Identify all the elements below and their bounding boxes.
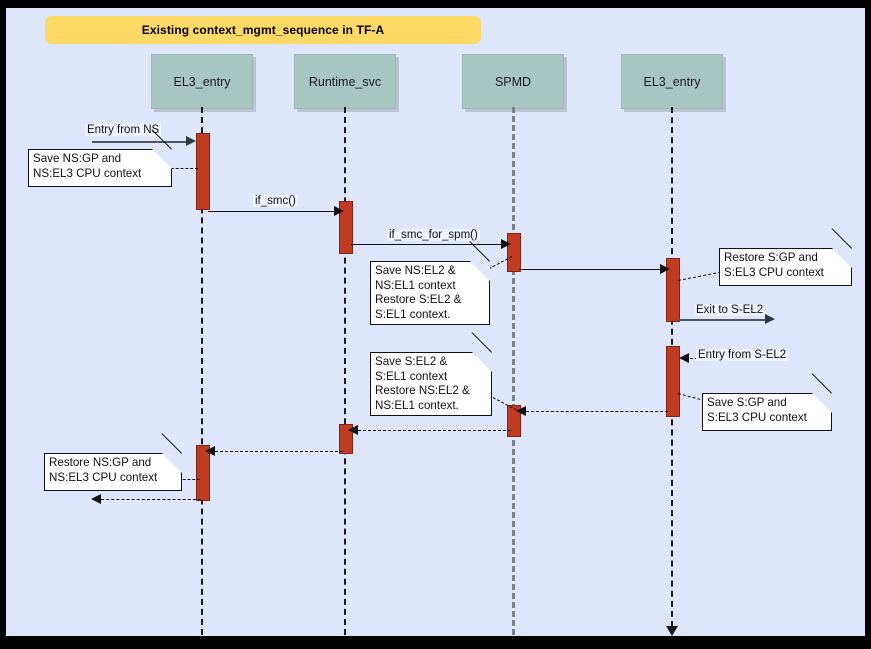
participant-label: EL3_entry [173,74,231,89]
note-restore-s-gp: Restore S:GP and S:EL3 CPU context [719,228,852,286]
note-restore-ns-gp: Restore NS:GP and NS:EL3 CPU context [44,433,182,491]
participant-el3-entry-right[interactable]: EL3_entry [621,54,723,109]
note-leader-3 [677,271,722,281]
note-text: Save NS:GP and NS:EL3 CPU context [33,152,142,180]
arrowhead-right-icon [660,264,670,274]
arrowhead-left-icon [516,406,526,416]
note-fold-line [471,332,492,353]
participant-spmd[interactable]: SPMD [462,54,564,109]
lifeline-end-arrow-icon [666,626,678,636]
participant-runtime-svc[interactable]: Runtime_svc [294,54,396,109]
diagram-canvas: Existing context_mgmt_sequence in TF-A E… [6,8,865,636]
note-fold-line [161,433,182,454]
note-fold-icon [152,149,172,169]
note-fold-line [811,373,832,394]
note-fold-line [831,228,852,249]
arrowhead-right-icon [334,206,344,216]
note-fold-icon [832,248,852,268]
message-label-if-smc-for-spm: if_smc_for_spm() [387,229,480,241]
note-leader-6 [178,479,200,480]
message-line-if-smc-for-spm [351,244,504,245]
note-save-ns-gp: Save NS:GP and NS:EL3 CPU context [28,129,172,187]
message-label-exit-to-s-el2: Exit to S-EL2 [694,304,766,316]
note-save-s-el2: Save S:EL2 & S:EL1 context Restore NS:EL… [370,332,492,416]
participant-label: Runtime_svc [308,74,382,89]
note-save-ns-el2: Save NS:EL2 & NS:EL1 context Restore S:E… [370,241,490,325]
note-fold-icon [470,261,490,281]
note-text: Restore S:GP and S:EL3 CPU context [724,251,824,279]
participant-label: SPMD [494,74,532,89]
note-fold-icon [162,453,182,473]
note-leader-1 [166,168,198,169]
arrowhead-left-icon [91,494,101,504]
lifeline-el3-entry-left [201,107,203,635]
note-text: Save NS:EL2 & NS:EL1 context Restore S:E… [375,264,462,321]
message-line-spmd-to-el3-right [519,269,663,270]
message-line-entry-from-ns [92,141,188,143]
message-line-el3-right-to-spmd [526,411,668,412]
message-label-entry-from-s-el2: Entry from S-EL2 [696,349,789,361]
note-save-s-gp: Save S:GP and S:EL3 CPU context [702,373,832,431]
activation-el3-left-1 [196,133,210,210]
lifeline-runtime-svc [344,107,346,635]
message-label-if-smc: if_smc() [253,195,298,207]
message-line-exit-to-s-el2 [678,319,768,321]
note-text: Save S:EL2 & S:EL1 context Restore NS:EL… [375,355,470,412]
diagram-title: Existing context_mgmt_sequence in TF-A [141,23,385,37]
note-fold-line [151,129,172,150]
diagram-title-banner: Existing context_mgmt_sequence in TF-A [45,16,481,44]
message-line-runtime-to-el3-left [215,451,343,452]
lifeline-spmd [512,107,515,635]
participant-label: EL3_entry [643,74,701,89]
activation-el3-left-2 [196,445,210,501]
activation-el3-right-1 [666,258,680,322]
arrowhead-right-icon [765,314,775,324]
message-line-exit-to-ns [101,499,201,500]
note-text: Restore NS:GP and NS:EL3 CPU context [49,456,158,484]
message-line-if-smc [208,211,336,212]
arrowhead-right-icon [186,136,196,146]
arrowhead-left-icon [679,353,689,363]
message-label-entry-from-ns: Entry from NS [85,124,162,136]
arrowhead-left-icon [348,425,358,435]
note-fold-icon [472,352,492,372]
note-text: Save S:GP and S:EL3 CPU context [707,396,807,424]
arrowhead-right-icon [501,239,511,249]
note-fold-icon [812,393,832,413]
activation-el3-right-2 [666,346,680,417]
message-line-spmd-to-runtime [358,430,511,431]
participant-el3-entry-left[interactable]: EL3_entry [151,54,253,109]
arrowhead-left-icon [205,446,215,456]
